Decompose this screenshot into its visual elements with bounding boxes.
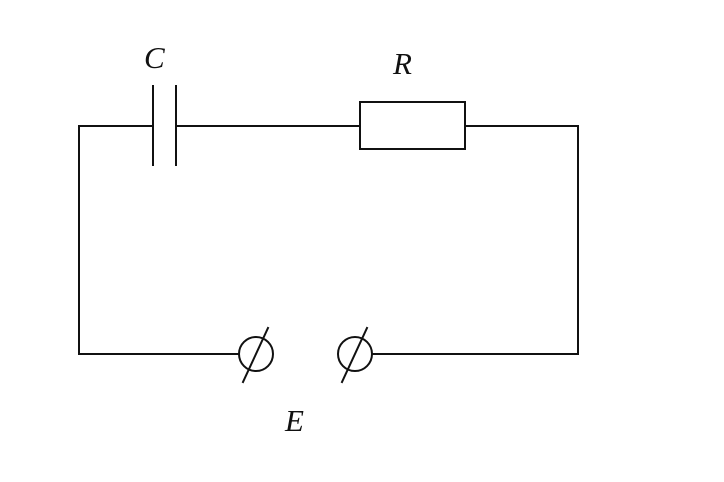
source-terminal-left xyxy=(238,336,274,372)
source-terminal-right xyxy=(337,336,373,372)
source-terminal-left-slash xyxy=(241,326,270,384)
capacitor-label: C xyxy=(144,40,165,75)
resistor-box xyxy=(359,101,466,150)
source-label: E xyxy=(284,403,304,438)
source-terminal-right-slash xyxy=(340,326,369,384)
resistor-label: R xyxy=(392,46,412,81)
